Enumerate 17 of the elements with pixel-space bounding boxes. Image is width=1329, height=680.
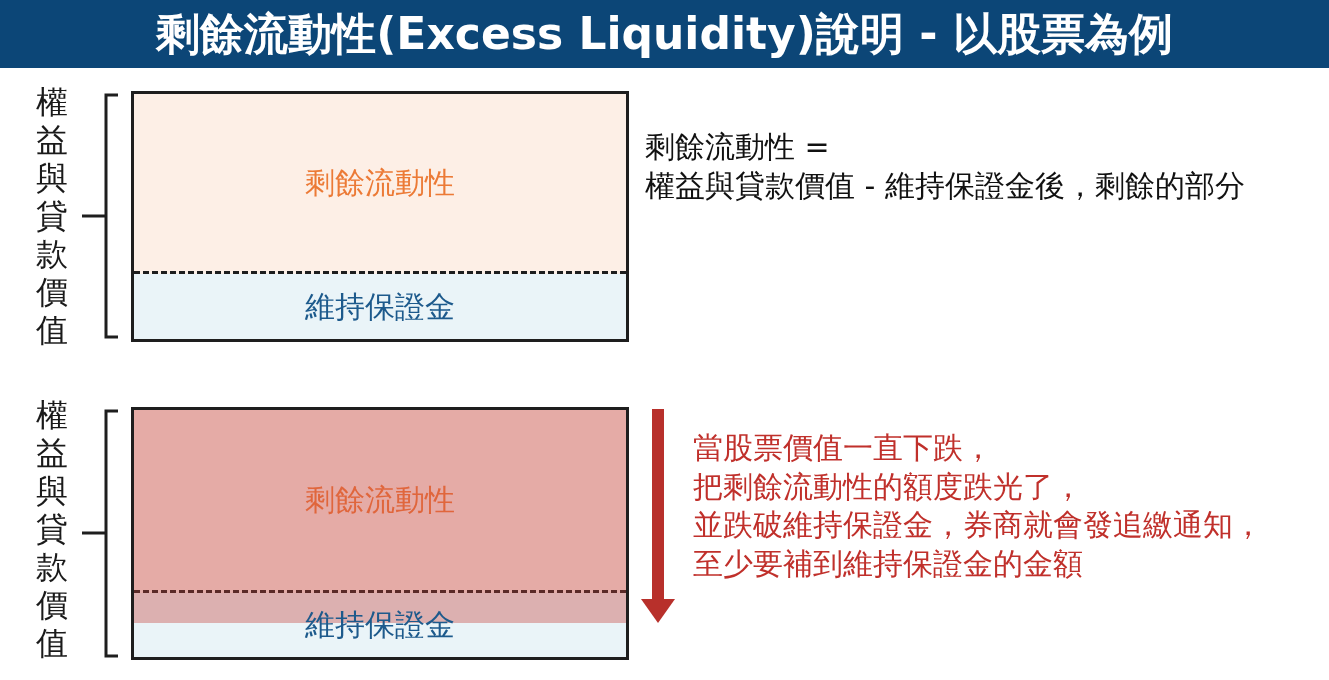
band-label: 剩餘流動性 [305, 164, 455, 201]
note-text: 當股票價值一直下跌， [693, 430, 993, 466]
note-text: 並跌破維持保證金，券商就會發追繳通知， [693, 507, 1263, 543]
definition-text: 權益與貸款價值 - 維持保證金後，剩餘的部分 [645, 168, 1245, 204]
band-label: 維持保證金 [305, 607, 455, 643]
stacked-box [131, 407, 629, 660]
band-label: 維持保證金 [305, 288, 455, 325]
band-label: 剩餘流動性 [305, 482, 455, 518]
title: 剩餘流動性(Excess Liquidity)說明 - 以股票為例 [156, 8, 1173, 60]
note-text: 把剩餘流動性的額度跌光了， [693, 469, 1083, 505]
shaded-band [134, 271, 626, 339]
definition-text: 剩餘流動性 = [645, 129, 830, 165]
bracket-label: 權益與貸款價值 [35, 396, 69, 662]
bracket-label: 權益與貸款價值 [35, 83, 69, 349]
stacked-box [131, 91, 629, 342]
shaded-band [134, 590, 626, 657]
note-text: 至少要補到維持保證金的金額 [693, 546, 1083, 582]
